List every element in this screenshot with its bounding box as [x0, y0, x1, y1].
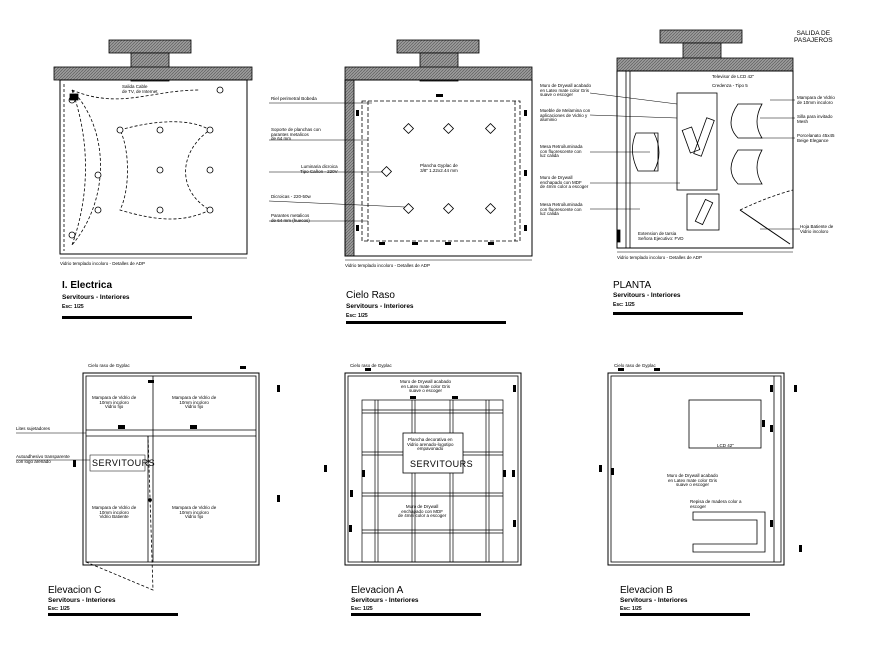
note-planta-r2: Silla para invitado Mesh	[797, 114, 833, 124]
door-swing-planta	[739, 209, 791, 245]
note-cielo-1: Riel perimetral Bobeda	[271, 96, 317, 101]
note-eleva-t1: Muro de Drywall acabado en Latex mate co…	[400, 379, 452, 393]
subtitle-eleva: Servitours - Interiores	[351, 597, 419, 604]
title-elevb: Elevacion B	[620, 585, 673, 596]
subtitle-planta: Servitours - Interiores	[613, 292, 681, 299]
note-cielo-3: Luminaria dicroica Tipo Cañon - 220V	[300, 164, 338, 174]
column-cielo	[396, 39, 480, 54]
note-planta-r3: Porcelanato 45x45 Beige Elegance	[797, 133, 835, 143]
note-planta-top1: Televisor de LCD 42"	[712, 74, 755, 79]
scale-elevc: Esc: 1/25	[48, 606, 70, 612]
view-elev-a	[324, 368, 522, 566]
light-points-electrico	[68, 86, 224, 239]
note-cielo-4: Dicroicas - 220-50w	[271, 194, 311, 199]
scale-eleva: Esc: 1/25	[351, 606, 373, 612]
logo-plaque-elev-a	[402, 432, 464, 474]
note-planta-l1: Muro de Drywall acabado en Latex mate co…	[540, 83, 592, 97]
repisa-elev-b	[692, 511, 766, 553]
scale-elevb: Esc: 1/25	[620, 606, 642, 612]
credenza-planta	[676, 92, 718, 191]
wall-top-cielo	[344, 66, 533, 81]
column-electrico	[108, 39, 192, 54]
view-planta	[589, 29, 800, 253]
wall-top-electrico	[53, 66, 253, 81]
note-planta-l4: Muro de Drywall enchapado con MDF de 4mm…	[540, 175, 589, 189]
room-outline-electrico	[59, 79, 248, 255]
note-planta-l5: Mesa Retroiluminada con fluorescente con…	[540, 202, 583, 216]
note-elevc-p2: Mampara de Vidrio de 10mm incoloro Vidri…	[172, 395, 217, 409]
logo-eleva: SERVITOURS	[410, 459, 474, 469]
desk-planta	[686, 193, 720, 231]
note-elevb-m1: Muro de Drywall acabado en Latex mate co…	[667, 473, 719, 487]
room-outline-planta	[616, 70, 794, 249]
subtitle-elevc: Servitours - Interiores	[48, 597, 116, 604]
note-elevc-p3: Mampara de Vidrio de 10mm incoloro Vidri…	[92, 505, 137, 519]
title-electrico: I. Electrica	[62, 280, 113, 291]
view-elev-b	[599, 368, 802, 566]
note-planta-r4: Hoja Batiente de Vidrio incoloro	[800, 224, 834, 234]
footer-electrico: Vidrio templado incoloro - Detalles de A…	[60, 261, 145, 266]
scale-electrico: Esc: 1/25	[62, 304, 84, 310]
subtitle-elevb: Servitours - Interiores	[620, 597, 688, 604]
title-planta: PLANTA	[613, 280, 652, 291]
note-cielo-center: Plancha Gyplac de 3/8" 1.22x2.44 mm	[420, 163, 458, 173]
wall-top-planta	[616, 57, 794, 72]
note-planta-l3: Mesa Retroiluminada con fluorescente con…	[540, 144, 583, 158]
scale-cielo: Esc: 1/25	[346, 313, 368, 319]
subtitle-electrico: Servitours - Interiores	[62, 294, 130, 301]
column-planta	[659, 29, 743, 44]
title-cielo: Cielo Raso	[346, 290, 395, 301]
title-underlines	[48, 312, 750, 616]
note-elevb-m2: Repisa de madera color a escoger	[690, 499, 742, 509]
note-elevc-top: Cielo raso de Gyplac	[88, 363, 130, 368]
view-electrico	[53, 39, 253, 259]
note-eleva-plaque: Plancha decorativa en Vidrio arenado-log…	[407, 437, 454, 451]
note-eleva-m1: Muro de Drywall enchapado con MDF de 4mm…	[398, 504, 447, 518]
note-planta-r1: Mampara de Vidrio de 10mm incoloro	[797, 95, 835, 105]
footer-planta: Vidrio templado incoloro - Detalles de A…	[617, 255, 702, 260]
note-cielo-2: Soporte de planchas con parantes metalic…	[271, 127, 321, 141]
note-planta-top2: Credenza - Tipo 5	[712, 83, 748, 88]
title-eleva: Elevacion A	[351, 585, 404, 596]
view-cielo	[268, 39, 533, 261]
view-elev-c	[16, 366, 280, 591]
header-note: SALIDA DE PASAJEROS	[794, 30, 833, 44]
note-elevc-p4: Mampara de Vidrio de 10mm incoloro Vidri…	[172, 505, 217, 519]
note-elevc-l2: Autoadhesivo transparente con logo arena…	[16, 454, 70, 464]
door-swing-elev-c	[85, 435, 154, 591]
note-elevb-top: Cielo raso de Gyplac	[614, 363, 656, 368]
logo-elevc: SERVITOURS	[92, 458, 156, 468]
chairs-planta	[632, 103, 763, 185]
tv-elev-b	[688, 399, 762, 449]
note-elevb-tv: LCD 42"	[717, 443, 734, 448]
note-cielo-5: Parantes metalicos de 64 mm (huecos)	[271, 213, 310, 223]
subtitle-cielo: Servitours - Interiores	[346, 303, 414, 310]
scale-planta: Esc: 1/25	[613, 302, 635, 308]
note-planta-b1: Extension de tarsia Señora Ejecutivo: FV…	[638, 231, 684, 241]
note-elevc-p1: Mampara de Vidrio de 10mm incoloro Vidri…	[92, 395, 137, 409]
note-planta-l2: Mueble de Melamina con aplicaciones de V…	[540, 108, 591, 122]
title-elevc: Elevacion C	[48, 585, 102, 596]
note-tv-electrico: Salida Cable de TV, de Internet	[122, 84, 158, 94]
note-elevc-l1: Lites sujetadores	[16, 426, 51, 431]
dicroicas-cielo	[380, 122, 497, 215]
room-outline-cielo	[344, 79, 533, 257]
footer-cielo: Vidrio templado incoloro - Detalles de A…	[345, 263, 430, 268]
note-eleva-top: Cielo raso de Gyplac	[350, 363, 392, 368]
